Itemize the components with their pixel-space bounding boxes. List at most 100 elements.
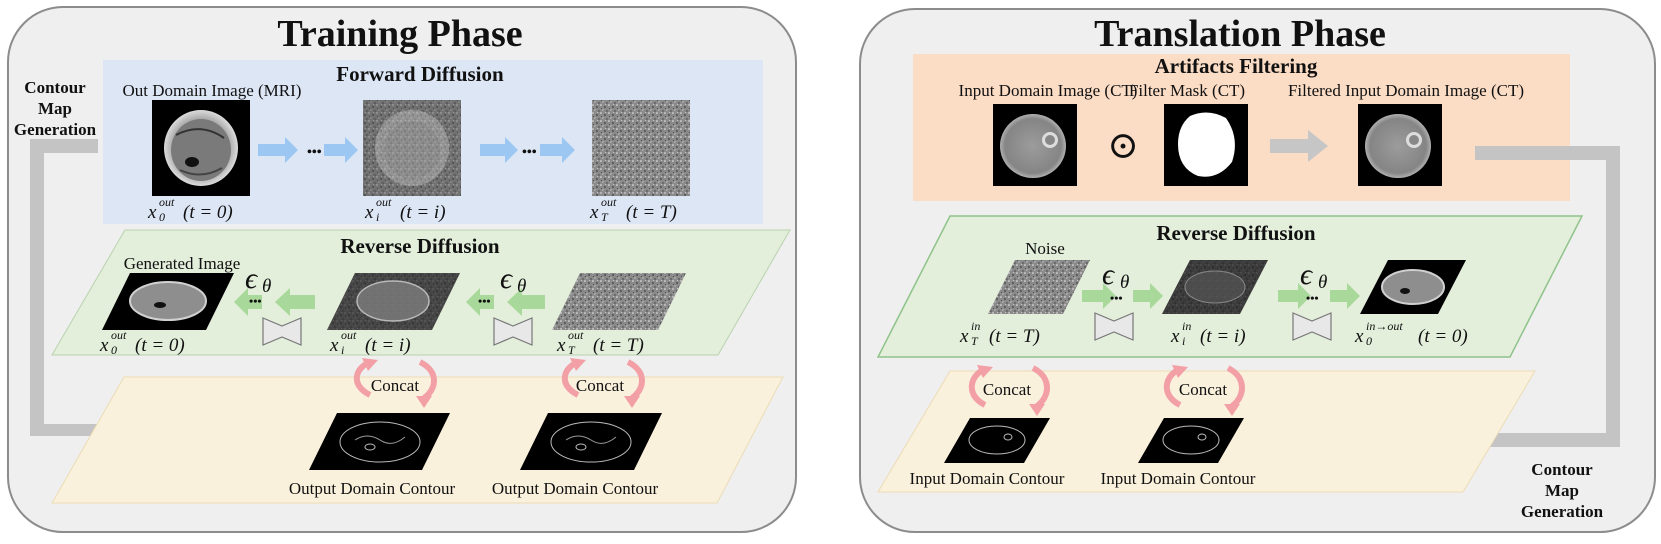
translation-label-x0: x 0 in→out (t = 0)	[1354, 319, 1468, 348]
svg-text:in→out: in→out	[1366, 319, 1403, 333]
generated-image-x0	[102, 273, 234, 330]
filter-arrow	[1270, 130, 1328, 162]
output-contour-label-2: Output Domain Contour	[492, 479, 659, 498]
svg-text:0: 0	[111, 343, 117, 357]
translation-image-xi	[1162, 260, 1268, 314]
forward-diffusion-title: Forward Diffusion	[336, 62, 504, 86]
concat-arrow-2: Concat	[561, 358, 645, 408]
svg-text:in: in	[971, 319, 980, 333]
svg-text:ϵ: ϵ	[245, 262, 259, 295]
output-contour-label-1: Output Domain Contour	[289, 479, 456, 498]
svg-text:out: out	[601, 195, 617, 209]
svg-text:T: T	[568, 343, 576, 357]
forward-arrow-2	[324, 137, 358, 163]
translation-arrow-2	[1133, 283, 1163, 309]
input-contour-label-1: Input Domain Contour	[910, 469, 1065, 488]
svg-text:x: x	[364, 202, 374, 223]
svg-text:Map: Map	[1545, 481, 1579, 500]
svg-text:Concat: Concat	[983, 380, 1031, 399]
svg-text:Concat: Concat	[371, 376, 419, 395]
svg-text:(t = i): (t = i)	[400, 202, 446, 223]
svg-text:Concat: Concat	[1179, 380, 1227, 399]
training-contour-section: Concat Concat Output D	[51, 358, 784, 504]
denoiser-network-2: ϵ θ	[493, 262, 533, 346]
svg-text:ϵ: ϵ	[500, 262, 514, 295]
forward-label-xT: x T out (t = T)	[589, 195, 677, 224]
noise-label: Noise	[1025, 239, 1065, 258]
svg-text:i: i	[1182, 334, 1185, 348]
svg-text:Concat: Concat	[576, 376, 624, 395]
training-phase-title: Training Phase	[277, 13, 522, 55]
svg-text:out: out	[341, 328, 357, 342]
svg-text:(t = i): (t = i)	[365, 335, 411, 356]
hadamard-operator: ⊙	[1107, 125, 1139, 167]
translation-contour-section: Concat Concat Input Domain Contour Input	[877, 365, 1536, 493]
svg-text:x: x	[589, 202, 599, 223]
translation-denoiser-network-1: ϵ θ	[1094, 258, 1134, 341]
svg-text:(t = T): (t = T)	[626, 202, 677, 223]
svg-text:x: x	[959, 326, 969, 347]
mri-image-xi	[363, 100, 461, 196]
translation-concat-arrow-2: Concat	[1163, 365, 1245, 416]
svg-text:•••: •••	[249, 294, 262, 308]
svg-text:0: 0	[159, 210, 165, 224]
forward-label-xi: x i out (t = i)	[364, 195, 446, 224]
svg-text:0: 0	[1366, 334, 1372, 348]
filter-mask-label: Filter Mask (CT)	[1129, 81, 1245, 100]
translation-contour-map-generation-label: Contour Map Generation	[1521, 460, 1604, 521]
svg-text:x: x	[1170, 326, 1180, 347]
translation-label-xi: x i in (t = i)	[1170, 319, 1246, 348]
artifacts-filtering-title: Artifacts Filtering	[1155, 54, 1318, 78]
svg-text:ϵ: ϵ	[1102, 258, 1116, 291]
svg-text:θ: θ	[517, 276, 526, 297]
input-contour-image-2	[1138, 418, 1244, 463]
translation-denoiser-network-2: ϵ θ	[1292, 258, 1332, 341]
noise-image-xT	[592, 100, 690, 196]
svg-text:(t = i): (t = i)	[1200, 326, 1246, 347]
svg-text:Contour: Contour	[1531, 460, 1593, 479]
svg-text:x: x	[147, 202, 157, 223]
output-contour-image-2	[520, 413, 662, 470]
svg-text:•••: •••	[307, 145, 322, 160]
translation-phase-title: Translation Phase	[1094, 13, 1386, 55]
svg-text:T: T	[971, 334, 979, 348]
translation-arrow-1	[1082, 283, 1116, 309]
translation-label-xT: x T in (t = T)	[959, 319, 1040, 348]
svg-text:θ: θ	[1318, 272, 1327, 293]
svg-text:Generation: Generation	[14, 120, 97, 139]
input-ct-image	[993, 104, 1077, 186]
svg-text:in: in	[1182, 319, 1191, 333]
svg-text:i: i	[376, 210, 379, 224]
svg-text:•••: •••	[1110, 291, 1123, 305]
svg-text:•••: •••	[478, 294, 491, 308]
training-reverse-diffusion-section: Reverse Diffusion Generated Image ••• ϵ …	[51, 229, 791, 357]
svg-text:Map: Map	[38, 99, 72, 118]
artifacts-filtering-section: Artifacts Filtering Input Domain Image (…	[913, 54, 1570, 201]
forward-arrow-1	[258, 137, 298, 163]
svg-text:x: x	[556, 335, 566, 356]
translation-concat-arrow-1: Concat	[968, 365, 1050, 416]
svg-text:x: x	[329, 335, 339, 356]
reverse-label-xi: x i out (t = i)	[329, 328, 411, 357]
forward-arrow-4	[540, 137, 575, 163]
reverse-noise-xT	[552, 273, 686, 330]
input-contour-image-1	[944, 418, 1050, 463]
svg-text:i: i	[341, 343, 344, 357]
svg-text:out: out	[568, 328, 584, 342]
filtered-image-label: Filtered Input Domain Image (CT)	[1288, 81, 1524, 100]
svg-text:•••: •••	[522, 145, 537, 160]
svg-text:x: x	[1354, 326, 1364, 347]
svg-text:•••: •••	[1306, 291, 1319, 305]
translation-reverse-diffusion-title: Reverse Diffusion	[1156, 221, 1316, 245]
translated-image-x0	[1360, 260, 1466, 314]
generated-image-label: Generated Image	[124, 254, 241, 273]
svg-text:Generation: Generation	[1521, 502, 1604, 521]
svg-text:x: x	[99, 335, 109, 356]
training-reverse-diffusion-title: Reverse Diffusion	[340, 234, 500, 258]
svg-text:Contour: Contour	[24, 78, 86, 97]
translation-arrow-3	[1278, 283, 1311, 309]
reverse-arrow-3	[507, 288, 545, 316]
translation-phase-panel: Translation Phase Artifacts Filtering In…	[859, 8, 1656, 533]
svg-text:out: out	[376, 195, 392, 209]
